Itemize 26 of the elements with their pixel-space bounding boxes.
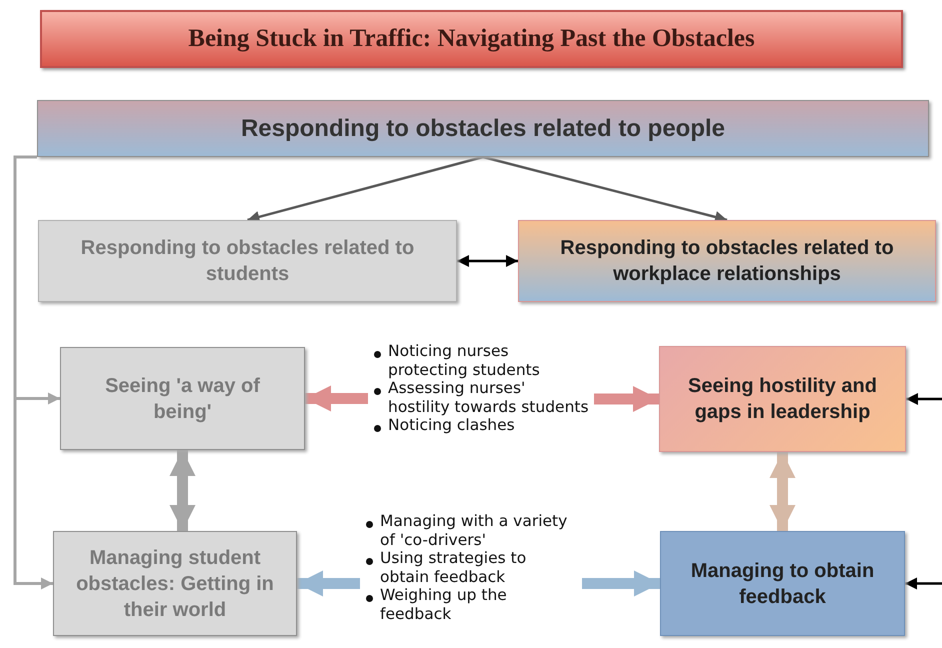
- process-box: Managing to obtain feedback: [660, 531, 905, 636]
- process-box: Seeing 'a way of being': [60, 347, 305, 450]
- arrow: [906, 393, 942, 405]
- connector-arrow: [457, 255, 518, 267]
- connector-arrow: [482, 156, 728, 223]
- bullet-item: Noticing clashes: [388, 416, 516, 435]
- category-header: Responding to obstacles related to people: [37, 100, 929, 157]
- block-arrow: [594, 386, 659, 412]
- subcategory-box: Responding to obstacles related to students: [38, 220, 457, 302]
- block-arrow: [170, 450, 196, 531]
- connector-arrow: [14, 156, 53, 590]
- connector-arrow: [247, 156, 484, 223]
- arrow: [905, 578, 942, 590]
- bullet-item: Weighing up the feedback: [380, 586, 508, 624]
- process-box: Seeing hostility and gaps in leadership: [659, 346, 906, 452]
- bullet-item: Using strategies to obtain feedback: [380, 549, 528, 586]
- block-arrow: [770, 452, 796, 531]
- block-arrow: [582, 570, 660, 596]
- bullet-item: Managing with a variety of 'co-drivers': [380, 512, 568, 550]
- bullet-item: Assessing nurses' hostility towards students: [388, 379, 590, 416]
- block-arrow: [297, 570, 360, 596]
- subcategory-box: Responding to obstacles related to workplace relationships: [518, 220, 936, 302]
- diagram-title: Being Stuck in Traffic: Navigating Past the Obstacles: [40, 10, 903, 68]
- process-box: Managing student obstacles: Getting in their world: [53, 531, 297, 636]
- block-arrow: [305, 386, 368, 412]
- bullet-item: Noticing nurses protecting students: [388, 342, 541, 380]
